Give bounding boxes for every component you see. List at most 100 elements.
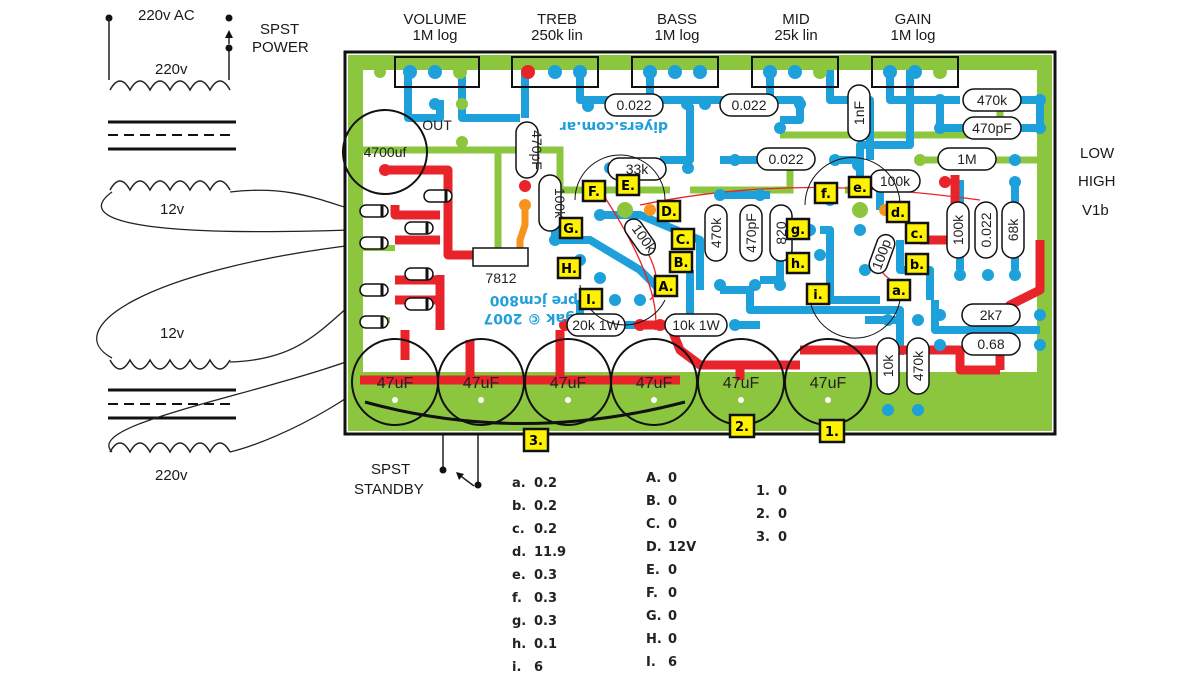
side-label-v1b: V1b [1082, 202, 1109, 219]
reading-row: d.11.9 [512, 545, 567, 560]
cap-47uf-1: 47uF [377, 375, 414, 392]
measurement-tags: F. E. D. G. C. B. H. A. I. f. e. d. g. c… [522, 173, 930, 453]
primary-top-label: 220v [155, 61, 188, 78]
tag-3: 3. [522, 427, 550, 453]
res-10k-a: 10k [880, 354, 896, 378]
tag-D: D. [656, 199, 682, 223]
brand-mirrored: diyers.com.ar [560, 118, 668, 134]
svg-text:I.: I. [586, 293, 596, 308]
cap-47uf-5: 47uF [723, 375, 760, 392]
side-label-high: HIGH [1078, 173, 1116, 190]
pot-bass-name: BASS [657, 11, 697, 28]
svg-text:C.: C. [676, 233, 690, 248]
cap-470pf-c: 470pF [743, 213, 759, 253]
svg-text:G.: G. [563, 222, 579, 237]
res-100k-b: 100k [552, 188, 568, 219]
rectifier-diodes [359, 189, 453, 329]
reading-row: C.0 [646, 517, 678, 532]
standby-label-2: STANDBY [354, 481, 424, 498]
power-switch-label-2: POWER [252, 39, 309, 56]
svg-text:e.: e. [853, 181, 867, 196]
res-100k-c: 100k [950, 214, 966, 245]
svg-text:i.: i. [813, 288, 822, 303]
reading-row: c.0.2 [512, 522, 558, 537]
readings-lower-list: a.0.2 b.0.2 c.0.2 d.11.9 e.0.3 f.0.3 g.0… [512, 472, 566, 679]
reading-row: G.0 [646, 609, 678, 624]
reading-row: I.6 [646, 655, 678, 670]
pot-treb-name: TREB [537, 11, 577, 28]
credit-line-1: pre jcm800 [490, 292, 578, 308]
readings-upper-list: A.0 B.0 C.0 D.12V E.0 F.0 G.0 H.0 I.6 [646, 467, 696, 674]
tag-H: H. [556, 256, 582, 280]
reading-row: h.0.1 [512, 637, 558, 652]
reading-row: b.0.2 [512, 499, 558, 514]
tag-B: B. [668, 250, 694, 274]
reading-row: D.12V [646, 540, 697, 555]
res-33k: 33k [626, 161, 650, 177]
out-label: OUT [422, 117, 452, 133]
tag-f: f. [813, 181, 839, 205]
svg-text:1.: 1. [825, 425, 839, 440]
secondary-winding-2 [109, 358, 231, 370]
cap-0022-a: 0.022 [616, 97, 651, 113]
pot-gain-value: 1M log [890, 27, 935, 44]
power-transformer: 220v AC SPST POWER 220v 12v 12v 220v [96, 7, 421, 484]
res-68k: 68k [1005, 218, 1021, 242]
tag-F: F. [581, 179, 607, 203]
cap-470pf-a: 470pF [972, 120, 1012, 136]
reading-row: 3.0 [756, 530, 788, 545]
reading-row: 2.0 [756, 507, 788, 522]
svg-text:h.: h. [791, 257, 805, 272]
svg-text:D.: D. [661, 205, 677, 220]
credit-line-2: gak © 2007 [484, 310, 576, 326]
svg-text:f.: f. [821, 187, 831, 202]
tag-A: A. [653, 274, 679, 298]
filter-cap-4700uf [342, 109, 428, 195]
res-1m: 1M [957, 151, 976, 167]
svg-text:A.: A. [658, 280, 673, 295]
res-100k-a: 100k [880, 173, 911, 189]
readings-numeric-list: 1.0 2.0 3.0 [756, 480, 787, 549]
pot-volume-value: 1M log [412, 27, 457, 44]
cap-0022-d: 0.022 [978, 212, 994, 247]
res-2k7: 2k7 [980, 307, 1003, 323]
cap-47uf-3: 47uF [550, 375, 587, 392]
cap-0022-c: 0.022 [768, 151, 803, 167]
secondary-winding-1 [109, 180, 231, 192]
tag-C: C. [670, 227, 696, 251]
tag-e: e. [847, 175, 873, 199]
res-20k-1w: 20k 1W [572, 317, 620, 333]
tag-c: c. [904, 221, 930, 245]
tag-E: E. [615, 173, 641, 197]
cap-bridge-curve [364, 400, 686, 425]
tag-g: g. [785, 217, 811, 241]
svg-text:3.: 3. [529, 434, 543, 449]
cap-47uf-2: 47uF [463, 375, 500, 392]
cap-47uf-6: 47uF [810, 375, 847, 392]
horizontal-components [566, 88, 1022, 356]
reading-row: e.0.3 [512, 568, 558, 583]
tag-i: i. [805, 282, 831, 306]
svg-text:b.: b. [910, 258, 924, 273]
res-470k-c: 470k [910, 350, 926, 381]
res-10k-1w: 10k 1W [672, 317, 720, 333]
secondary-2-label: 12v [160, 325, 185, 342]
reading-row: f.0.3 [512, 591, 558, 606]
cap-1nf: 1nF [851, 101, 867, 125]
tag-h: h. [785, 251, 811, 275]
res-470k-a: 470k [977, 92, 1008, 108]
svg-text:c.: c. [911, 227, 924, 242]
vertical-components [515, 84, 1025, 395]
power-switch-label-1: SPST [260, 21, 299, 38]
power-switch-terminal [225, 44, 233, 52]
svg-text:H.: H. [561, 262, 577, 277]
pot-bass-value: 1M log [654, 27, 699, 44]
tag-b: b. [904, 252, 930, 276]
reading-row: g.0.3 [512, 614, 558, 629]
tag-1: 1. [818, 418, 846, 444]
reading-row: i.6 [512, 660, 544, 675]
standby-arrow-icon [456, 472, 464, 480]
ac-input-label: 220v AC [138, 7, 195, 24]
svg-text:B.: B. [674, 256, 689, 271]
